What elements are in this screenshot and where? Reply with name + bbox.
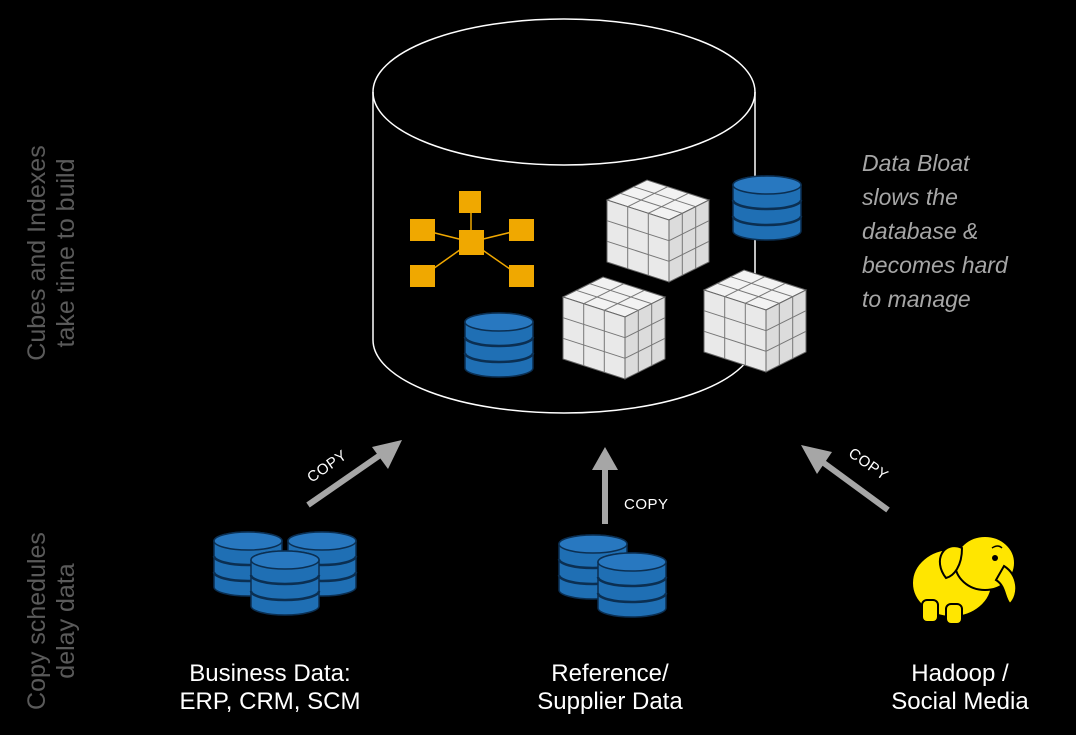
copy-schedules-label: Copy schedules delay data <box>23 525 81 717</box>
hadoop-label-line2: Social Media <box>891 688 1029 715</box>
copy-label-center: COPY <box>624 496 669 513</box>
elephant-icon <box>902 535 1018 625</box>
hadoop-label-line1: Hadoop / <box>911 660 1009 687</box>
arrow-icon <box>592 447 618 524</box>
star-schema-icon <box>410 191 534 287</box>
cube-icon <box>703 269 807 373</box>
business-data-label: Business Data: ERP, CRM, SCM <box>150 660 390 716</box>
reference-label-line2: Supplier Data <box>537 688 683 715</box>
warehouse-cylinder <box>372 18 756 414</box>
cube-icon <box>562 276 666 380</box>
arrow-icon <box>801 445 890 513</box>
bloat-line: database & <box>862 218 979 244</box>
cube-icon <box>606 179 710 283</box>
cubes-label-line1: Cubes and Indexes <box>23 145 51 361</box>
reference-label-line1: Reference/ <box>551 660 669 687</box>
bloat-line: to manage <box>862 286 971 312</box>
reference-data-label: Reference/ Supplier Data <box>500 660 720 716</box>
hadoop-label: Hadoop / Social Media <box>850 660 1070 716</box>
bloat-line: slows the <box>862 184 958 210</box>
data-bloat-note: Data Bloat slows the database & becomes … <box>862 146 1008 316</box>
database-icon <box>463 311 535 379</box>
business-label-line2: ERP, CRM, SCM <box>179 688 361 715</box>
cubes-indexes-label: Cubes and Indexes take time to build <box>23 133 81 373</box>
arrow-icon <box>306 440 402 508</box>
database-icon <box>731 174 803 242</box>
copy-label-line2: delay data <box>52 563 80 679</box>
bloat-line: Data Bloat <box>862 150 970 176</box>
business-data-icon <box>212 530 358 617</box>
reference-data-icon <box>557 533 668 619</box>
bloat-line: becomes hard <box>862 252 1008 278</box>
business-label-line1: Business Data: <box>189 660 351 687</box>
cubes-label-line2: take time to build <box>52 158 80 348</box>
copy-label-line1: Copy schedules <box>23 532 51 710</box>
